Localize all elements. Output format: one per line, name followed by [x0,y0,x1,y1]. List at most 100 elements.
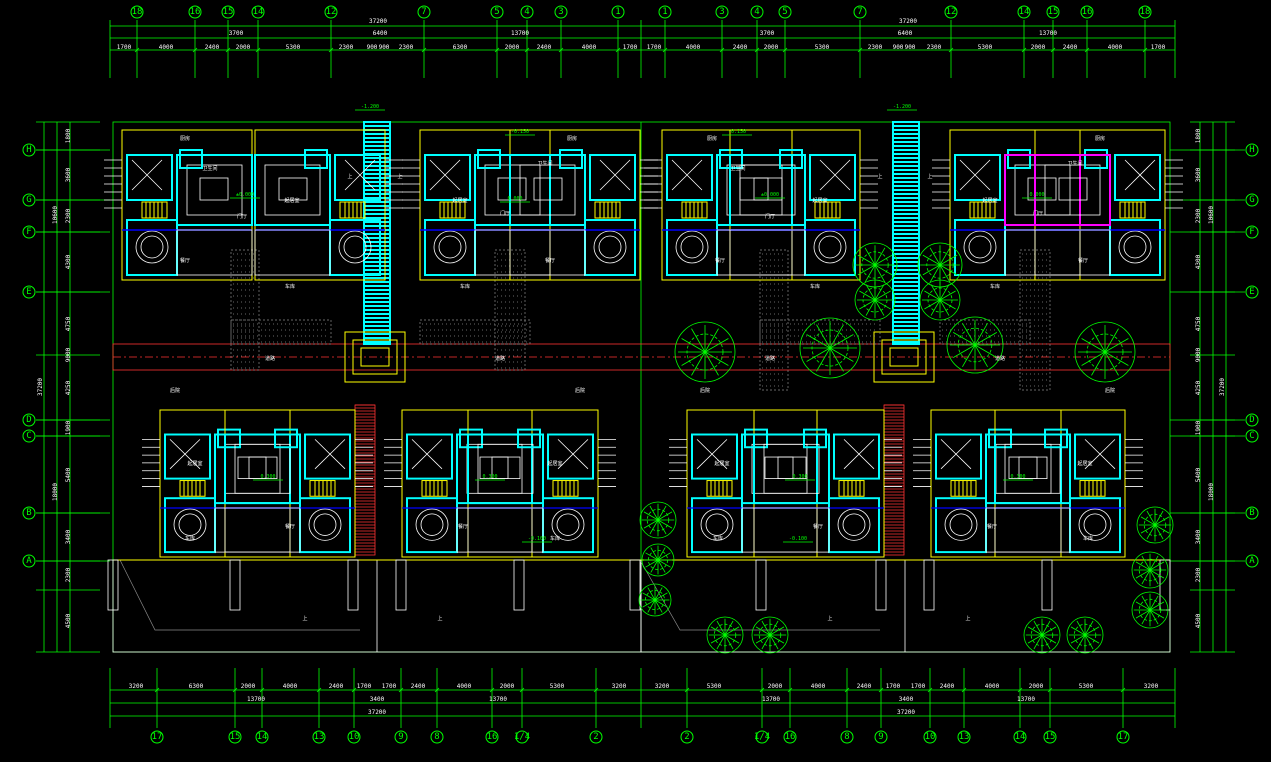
top-detail-dim-right: 4000 [686,44,701,51]
bathroom [274,428,298,449]
bottom-tick [154,687,160,693]
top-tick [134,47,140,53]
axis-bubble-top [750,5,764,19]
top-tick [754,47,760,53]
room-label-dining: 餐厅 [1078,257,1088,264]
tree-branch [922,254,941,266]
tree-branch [654,599,663,613]
left-detail-dim: 1800 [65,128,72,143]
bottom-detail-dim: 2000 [768,683,783,690]
bottom-overall-dim-right: 37200 [897,709,915,716]
coffee-table [199,177,229,201]
axis-bubble-top [130,5,144,19]
tree-branch [939,290,956,301]
dwelling-unit [224,409,373,558]
tree-branch [645,552,659,561]
axis-bubble-top [715,5,729,19]
top-detail-dim-right: 900 [905,44,916,51]
yard-path [639,559,880,631]
tree-canopy [946,316,1004,374]
dining-table [813,230,847,264]
axis-bubble-top [417,5,431,19]
axis-label-left: G [26,195,31,205]
axis-bubble-bottom [394,730,408,744]
tree-branch [657,511,673,521]
tree-branch [1141,595,1151,611]
tree-branch [1154,516,1170,526]
axis-bubble-bottom [312,730,326,744]
room-label-garden: 后院 [1105,387,1115,394]
tree-branch [974,344,998,358]
paved-path [939,319,1031,345]
bottom-detail-dim: 1700 [382,683,397,690]
tree-branch [1091,328,1106,353]
left-detail-dim: 4750 [65,316,72,331]
top-tick [1084,47,1090,53]
bottom-detail-dim: 3200 [1144,683,1159,690]
bottom-detail-dim: 5300 [707,683,722,690]
kitchen-wall [334,154,381,201]
room-label-garage: 车库 [1083,535,1093,542]
living-room-wall [176,154,253,226]
room-label-living: 起居室 [452,197,467,204]
room-label-up: 上 [302,615,307,622]
bottom-detail-dim: 3200 [612,683,627,690]
dining-table [135,230,169,264]
tree-inner [1138,598,1162,622]
axis-label-top: 18 [1140,7,1151,17]
axis-bubble-bottom [680,730,694,744]
tree-branch [930,299,941,316]
axis-bubble-right [1245,413,1259,427]
axis-label-top: 7 [857,7,862,17]
kitchen-wall [954,154,1001,201]
tree-branch [654,599,668,608]
kitchen-x [959,159,991,191]
tree-branch [874,264,893,276]
pavilion-square [889,347,919,367]
tree-branch [974,344,988,368]
tree-branch [704,351,729,366]
axis-label-left: D [26,415,31,425]
bottom-detail-dim: 2000 [500,683,515,690]
bottom-mid-dim: 13700 [1017,696,1035,703]
left-overall-dim: 37200 [37,378,44,396]
bathroom [217,428,241,449]
tree-branch [649,505,659,521]
top-detail-dim-left: 4000 [582,44,597,51]
axis-label-top: 14 [1019,7,1030,17]
tree-branch [704,328,719,353]
tree-branch [1135,609,1151,619]
room-label-up: 上 [877,173,882,180]
axis-bubble-top [658,5,672,19]
yard-pier [1041,559,1053,611]
right-mid-dim: 10600 [1208,206,1215,224]
right-detail-dim: 4300 [1195,254,1202,269]
axis-bubble-bottom [874,730,888,744]
axis-label-top: 12 [946,7,957,17]
tree-branch [1041,620,1051,636]
top-tick [558,47,564,53]
bottom-mid-dim: 13700 [247,696,265,703]
tree [1074,321,1136,383]
axis-bubble-bottom [783,730,797,744]
tree-canopy [1023,616,1061,654]
tree-branch [1135,601,1151,611]
top-tick [192,47,198,53]
top-detail-dim-right: 2000 [1031,44,1046,51]
sofa-set [186,164,243,216]
tree-branch [1027,626,1043,636]
tree-canopy [919,279,961,321]
axis-bubble-top [778,5,792,19]
dining-table [1078,508,1112,541]
kitchen-x [557,439,589,470]
room-label-garage: 车库 [460,283,470,290]
tree-branch [1070,634,1086,644]
bottom-tick [1017,687,1023,693]
tree-branch [929,247,941,266]
axis-label-left: E [26,287,31,297]
tree-canopy [639,501,677,539]
axis-label-bottom: 2 [684,732,689,742]
level-marker: -1.200 [361,104,379,110]
tree-inner [957,327,993,363]
